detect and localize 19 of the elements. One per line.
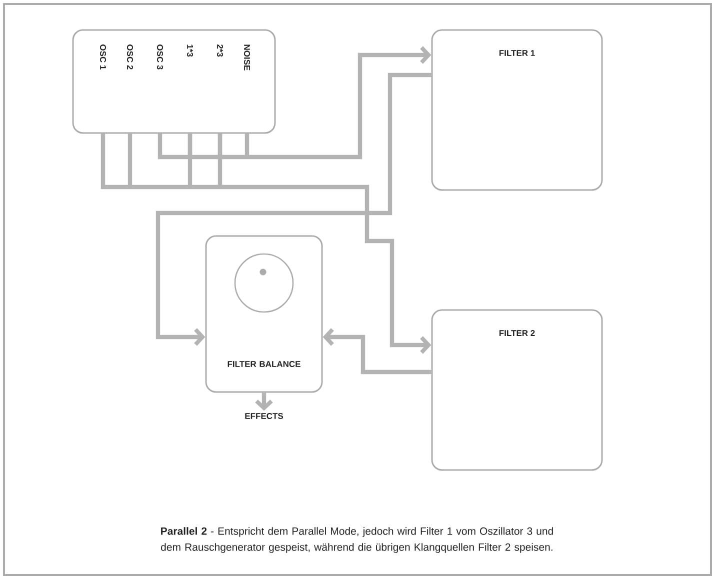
channel-label: OSC 3 [157,44,163,70]
channel-label: OSC 2 [127,44,133,70]
filter-box [431,29,603,191]
box-label: FILTER 2 [499,330,535,336]
caption: Parallel 2 - Entspricht dem Parallel Mode, jedoch wird Filter 1 vom Oszillator 3 und dem Rauschgenerator gespeist, während die übrigen Klangquellen Filter 2 speisen. [161,527,553,553]
source-box [72,29,276,134]
arrow [156,72,432,346]
filter-box [431,309,603,471]
channel-label: OSC 1 [100,44,106,70]
arrow [158,46,432,160]
arrow [100,130,432,354]
box-label: FILTER 1 [499,50,535,56]
channel-label: 1*3 [187,44,193,57]
channel-label: NOISE [244,44,250,70]
box-label: FILTER BALANCE [228,361,300,367]
channel-label: 2*3 [217,44,223,57]
filter-balance-box [205,235,323,393]
arrow [322,328,432,374]
output-label: EFFECTS [245,413,284,419]
